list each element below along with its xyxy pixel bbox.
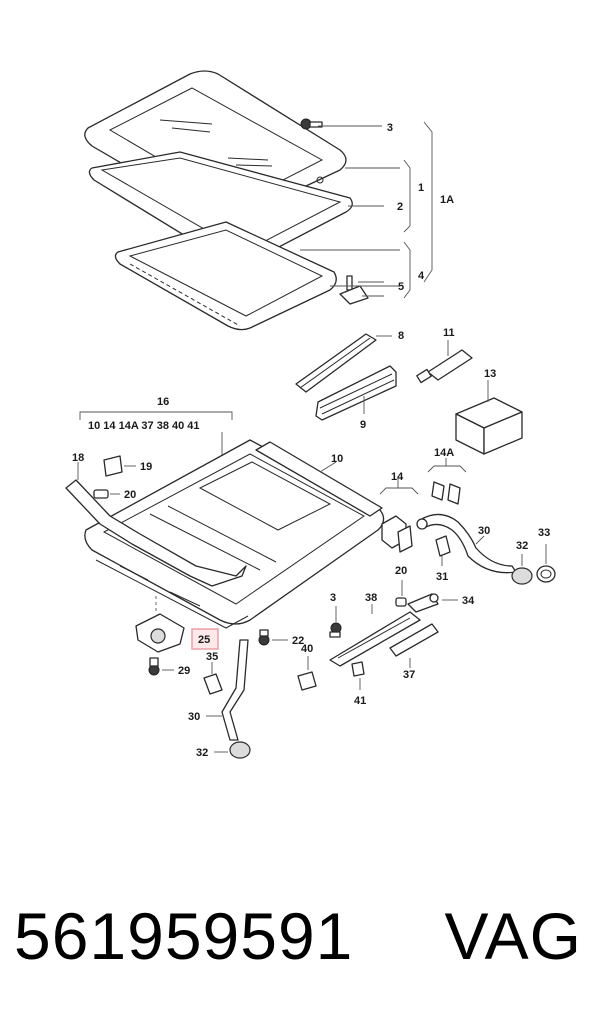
callout-32a: 32 [516, 540, 528, 552]
callout-18: 18 [72, 452, 84, 464]
callout-9: 9 [360, 419, 366, 431]
box-13 [455, 380, 523, 455]
callout-5: 5 [398, 281, 404, 293]
screw-29 [148, 657, 174, 676]
bracket-14A [427, 458, 467, 505]
footer: 561959591 VAG [0, 888, 600, 984]
wind-deflector-8 [295, 333, 377, 393]
drain-hose-30-right [416, 513, 517, 574]
bracket-14 [379, 476, 419, 553]
spacer-20b [395, 580, 407, 607]
bracket-34 [407, 593, 458, 613]
callout-38: 38 [365, 592, 377, 604]
callout-14A: 14A [434, 447, 454, 459]
callout-30b: 30 [188, 711, 200, 723]
callout-4: 4 [418, 270, 425, 282]
callout-14: 14 [391, 471, 404, 483]
callout-11: 11 [443, 327, 455, 339]
callout-37: 37 [403, 669, 415, 681]
inner-frame [114, 221, 337, 331]
spacer-20a [93, 489, 120, 499]
bracket-leaders [300, 121, 433, 299]
drain-hose-30-left [206, 639, 249, 741]
valve-32-right [511, 554, 533, 585]
callout-8: 8 [398, 330, 404, 342]
callout-19: 19 [140, 461, 152, 473]
rail-9 [315, 365, 397, 421]
part-number: 561959591 [14, 899, 354, 973]
callout-1A: 1A [440, 194, 454, 206]
callout-2: 2 [397, 201, 403, 213]
callout-13: 13 [484, 368, 496, 380]
motor-25 [135, 596, 219, 653]
highlight-box-25 [191, 628, 219, 650]
callout-1: 1 [418, 182, 424, 194]
clip-5 [339, 275, 369, 305]
screw-3 [300, 118, 323, 130]
callout-30a: 30 [478, 525, 490, 537]
callout-31: 31 [436, 571, 448, 583]
callout-35: 35 [206, 651, 218, 663]
grommet-33 [536, 544, 556, 583]
callout-22: 22 [292, 635, 304, 647]
clip-40 [297, 656, 317, 691]
callout-34: 34 [462, 595, 475, 607]
rail-10 [255, 441, 383, 517]
clip-35 [203, 662, 223, 695]
callout-3b: 3 [330, 592, 336, 604]
callout-16: 16 [157, 396, 169, 408]
brand-name: VAG [444, 899, 582, 973]
sealant-tube-11 [416, 340, 473, 384]
pad-19 [103, 455, 136, 477]
cover-37 [389, 623, 439, 668]
callout-41: 41 [354, 695, 366, 707]
cover-38 [329, 604, 421, 667]
valve-32-left [214, 741, 251, 759]
screw-22 [258, 629, 288, 646]
callout-25: 25 [198, 634, 210, 646]
callout-20b: 20 [395, 565, 407, 577]
screw-3b [329, 606, 342, 638]
callout-10: 10 [331, 453, 343, 465]
guide-cable-18 [65, 462, 247, 587]
group-header: 10 14 14A 37 38 40 41 [88, 420, 200, 432]
sunroof-main-frame [84, 439, 385, 629]
clip-41 [351, 661, 365, 690]
callout-40: 40 [301, 643, 313, 655]
callout-33: 33 [538, 527, 550, 539]
callout-32b: 32 [196, 747, 208, 759]
callout-3a: 3 [387, 122, 393, 134]
callout-20a: 20 [124, 489, 136, 501]
clip-31 [435, 535, 451, 566]
callout-29: 29 [178, 665, 190, 677]
